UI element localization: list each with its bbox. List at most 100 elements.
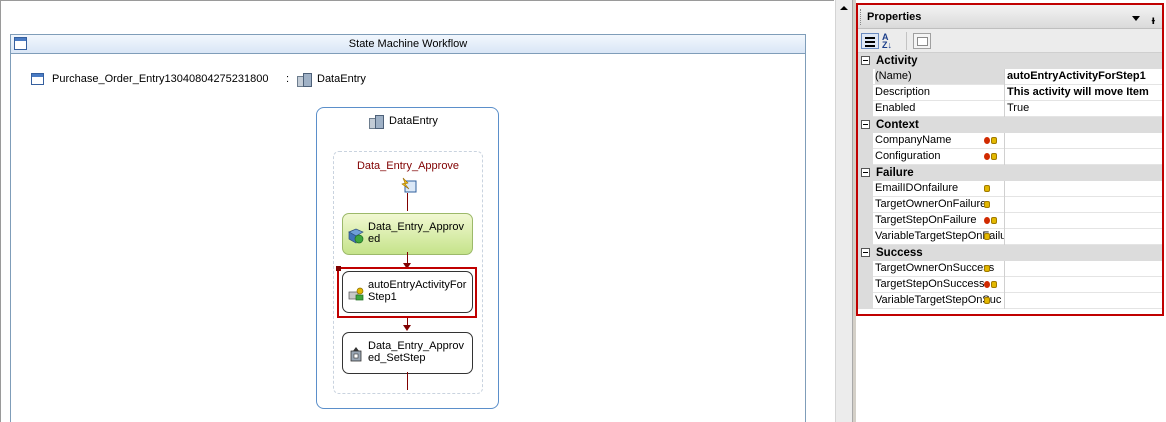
property-name: VariableTargetStepOnFailu (875, 230, 1005, 242)
row-gutter (858, 181, 873, 197)
root-activity[interactable]: Purchase_Order_Entry13040804275231800 (31, 71, 269, 87)
collapse-icon[interactable] (861, 248, 870, 257)
bind-property-icon[interactable] (984, 297, 990, 304)
property-category-activity[interactable]: Activity (858, 53, 1162, 69)
property-category-success[interactable]: Success (858, 245, 1162, 261)
bind-property-icon[interactable] (984, 185, 990, 192)
selection-handle[interactable] (336, 266, 341, 271)
property-row[interactable]: TargetOwnerOnFailure (858, 197, 1162, 213)
bind-property-icon[interactable] (984, 265, 990, 272)
property-badges (984, 153, 997, 161)
property-row[interactable]: (Name)autoEntryActivityForStep1 (858, 69, 1162, 85)
connector-line (407, 317, 408, 327)
window-position-dropdown-icon[interactable] (1132, 16, 1140, 21)
column-divider[interactable] (1004, 261, 1005, 277)
property-badges (984, 217, 997, 225)
property-row[interactable]: TargetOwnerOnSuccess (858, 261, 1162, 277)
property-value[interactable]: autoEntryActivityForStep1 (1007, 70, 1146, 82)
bind-property-icon[interactable] (991, 281, 997, 288)
property-pages-button[interactable] (913, 33, 931, 49)
bind-property-icon[interactable] (984, 201, 990, 208)
bind-property-icon[interactable] (991, 137, 997, 144)
property-category-context[interactable]: Context (858, 117, 1162, 133)
activity-auto-entry[interactable]: autoEntryActivityForStep1 (342, 271, 473, 313)
error-icon (984, 217, 990, 224)
state-machine-icon (31, 73, 44, 85)
property-name: TargetOwnerOnFailure (875, 198, 987, 210)
row-gutter (858, 229, 873, 245)
row-gutter (858, 293, 873, 309)
designer-vertical-scrollbar[interactable] (835, 0, 852, 422)
property-row[interactable]: EmailIDOnfailure (858, 181, 1162, 197)
activity-set-step[interactable]: Data_Entry_Approved_SetStep (342, 332, 473, 374)
property-value[interactable]: True (1007, 102, 1030, 114)
properties-title: Properties (867, 11, 922, 23)
connector-arrow (403, 263, 411, 269)
property-name: TargetStepOnFailure (875, 214, 977, 226)
property-badges (984, 137, 997, 145)
event-driven-sequence[interactable]: Data_Entry_Approve Data_Entry_Approved (333, 151, 483, 394)
error-icon (984, 153, 990, 160)
scroll-up-button[interactable] (836, 0, 852, 17)
column-divider[interactable] (1004, 277, 1005, 293)
row-gutter (858, 197, 873, 213)
property-name: EmailIDOnfailure (875, 182, 959, 194)
row-gutter (858, 85, 873, 101)
bind-property-icon[interactable] (984, 233, 990, 240)
column-divider[interactable] (1004, 213, 1005, 229)
property-row[interactable]: TargetStepOnFailure (858, 213, 1162, 229)
initial-state-link[interactable]: DataEntry (297, 71, 366, 87)
property-row[interactable]: CompanyName (858, 133, 1162, 149)
property-name: Description (875, 86, 931, 98)
property-row[interactable]: Description This activity will move Item (858, 85, 1162, 101)
bind-property-icon[interactable] (991, 153, 997, 160)
row-gutter (858, 261, 873, 277)
drag-grip-icon[interactable] (860, 9, 863, 25)
activity-label: Data_Entry_Approved (368, 221, 464, 245)
column-divider[interactable] (1004, 133, 1005, 149)
state-machine-icon (14, 37, 27, 50)
set-state-icon (350, 347, 362, 362)
toolbar-separator (906, 32, 907, 50)
property-row[interactable]: TargetStepOnSuccess (858, 277, 1162, 293)
column-divider[interactable] (1004, 229, 1005, 245)
category-label: Activity (876, 55, 918, 67)
collapse-icon[interactable] (861, 56, 870, 65)
property-row[interactable]: VariableTargetStepOnSuc (858, 293, 1162, 309)
column-divider[interactable] (1004, 149, 1005, 165)
collapse-icon[interactable] (861, 168, 870, 177)
property-name: TargetOwnerOnSuccess (875, 262, 995, 274)
row-gutter (858, 213, 873, 229)
column-divider[interactable] (1004, 293, 1005, 309)
column-divider[interactable] (1004, 85, 1005, 101)
collapse-icon[interactable] (861, 120, 870, 129)
property-row[interactable]: VariableTargetStepOnFailu (858, 229, 1162, 245)
property-row[interactable]: Configuration (858, 149, 1162, 165)
categorized-view-button[interactable] (861, 33, 879, 49)
handle-external-event-icon (348, 228, 364, 244)
panel-splitter[interactable] (852, 0, 856, 422)
category-label: Failure (876, 167, 914, 179)
row-gutter (858, 69, 873, 85)
property-value[interactable]: This activity will move Item (1007, 86, 1149, 98)
workflow-header: State Machine Workflow (11, 35, 805, 54)
activity-data-entry-approved[interactable]: Data_Entry_Approved (342, 213, 473, 255)
property-category-failure[interactable]: Failure (858, 165, 1162, 181)
property-name: Enabled (875, 102, 916, 114)
property-badges (984, 201, 990, 209)
row-gutter (858, 277, 873, 293)
column-divider[interactable] (1004, 69, 1005, 85)
column-divider[interactable] (1004, 101, 1005, 117)
pin-icon[interactable]: ᵼ (1151, 13, 1155, 27)
connector-line (407, 252, 408, 263)
property-row[interactable]: Enabled True (858, 101, 1162, 117)
column-divider[interactable] (1004, 181, 1005, 197)
column-divider[interactable] (1004, 197, 1005, 213)
property-name: TargetStepOnSuccess (875, 278, 985, 290)
workflow-designer-surface[interactable]: State Machine Workflow Purchase_Order_En… (0, 0, 834, 422)
bind-property-icon[interactable] (991, 217, 997, 224)
